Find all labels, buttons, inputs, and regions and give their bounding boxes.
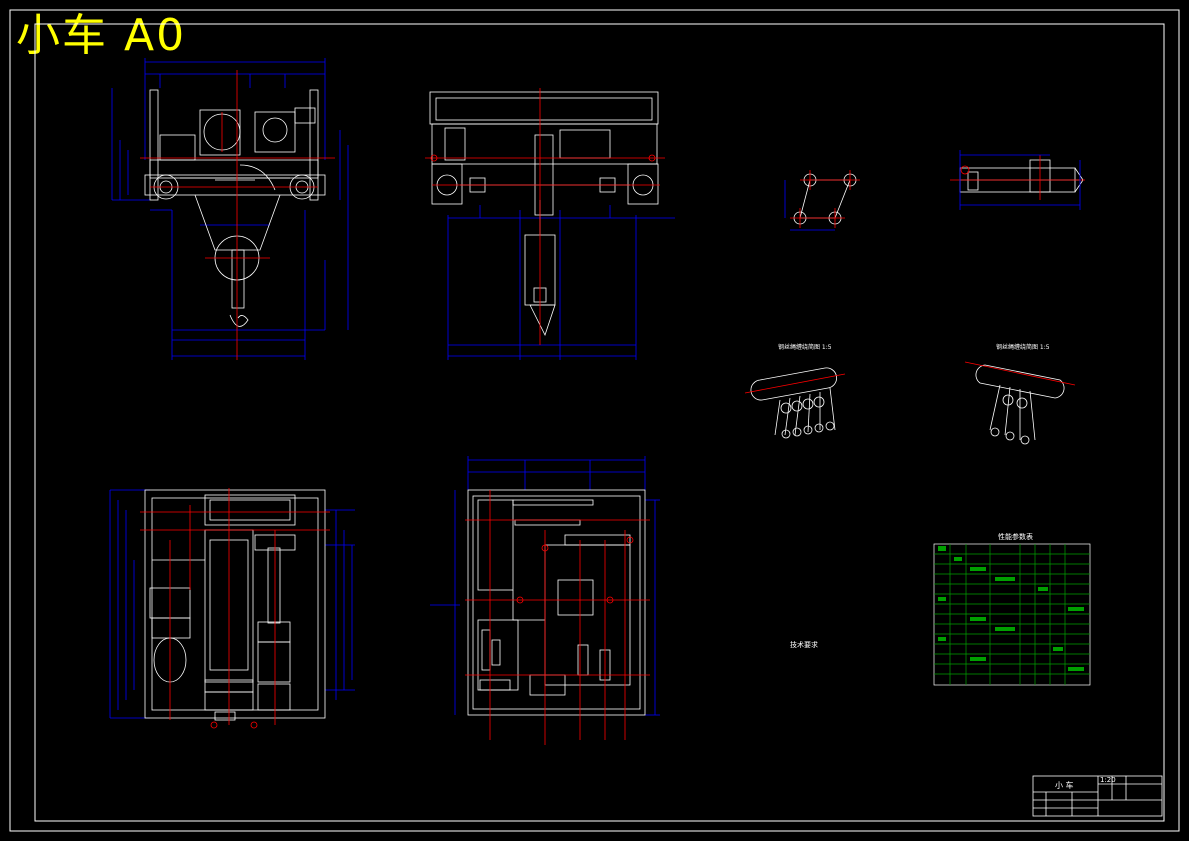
- spec-table-heading: 性能参数表: [998, 533, 1033, 541]
- title-block-scale: 1:20: [1100, 776, 1116, 784]
- spec-table: [933, 543, 1091, 686]
- drawing-title: 小车 A0: [16, 10, 187, 61]
- technical-notes-heading: 技术要求: [790, 641, 818, 649]
- reeving-right-label: 钢丝绳缠绕简图 1:5: [996, 344, 1050, 351]
- inner-border: [34, 23, 1165, 822]
- rope-reeving-left: [744, 367, 846, 439]
- detail-bolt-pattern: [784, 170, 860, 231]
- outer-border: [9, 9, 1180, 832]
- title-block: [1032, 775, 1163, 817]
- plan-view-right: [430, 456, 660, 745]
- front-view: [111, 58, 349, 360]
- rope-reeving-right: [964, 361, 1076, 445]
- reeving-left-label: 钢丝绳缠绕简图 1:5: [778, 344, 832, 351]
- title-block-name: 小 车: [1055, 781, 1074, 790]
- side-view: [425, 88, 675, 360]
- detail-section: [950, 150, 1085, 210]
- plan-view-left: [109, 488, 355, 729]
